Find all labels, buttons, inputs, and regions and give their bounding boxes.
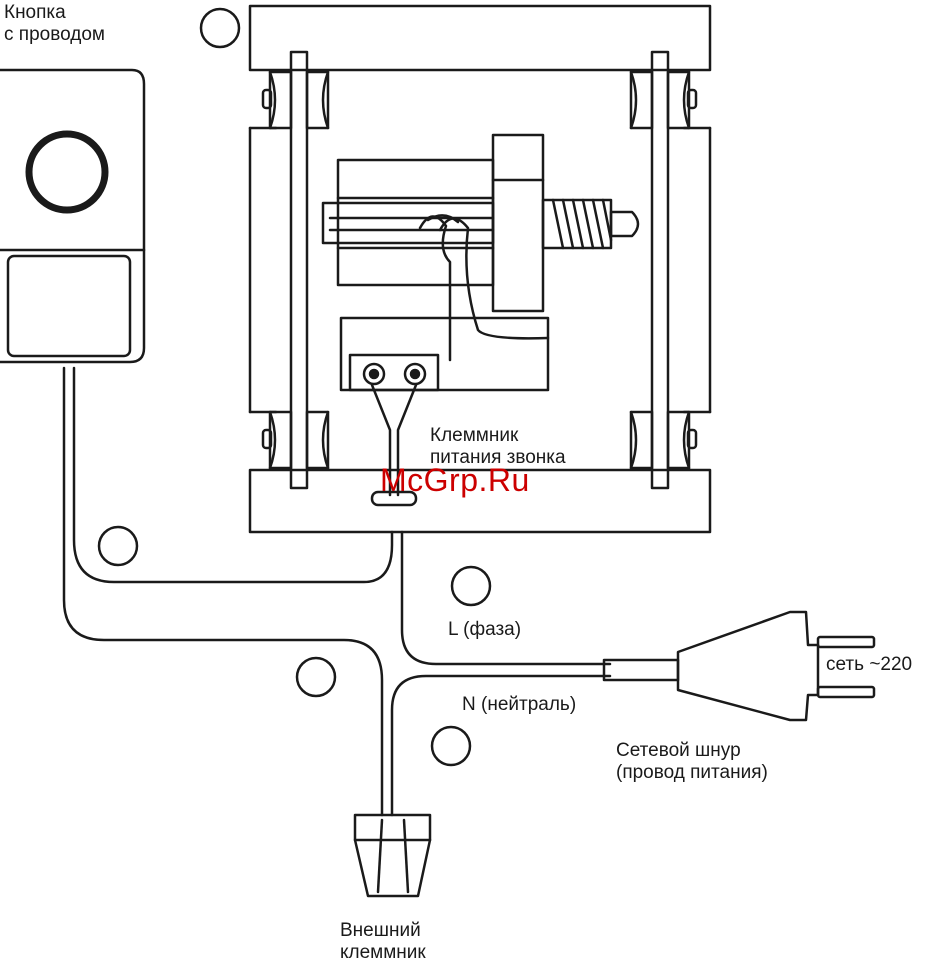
marker-circle <box>295 656 337 698</box>
bell-top-bar <box>248 4 712 72</box>
marker-circle <box>199 7 241 49</box>
marker-circles <box>97 7 492 767</box>
watermark: McGrp.Ru <box>380 462 530 498</box>
bell-terminal-label-line1: Клеммник <box>430 425 519 446</box>
bell-terminal-label-line2: питания звонка <box>430 447 566 468</box>
mains-plug <box>602 610 876 722</box>
button-label-line2: с проводом <box>4 24 105 45</box>
neutral-wire <box>390 674 612 817</box>
bell-terminal-label: Клеммник питания звонка <box>430 425 566 469</box>
cord-label-line2: (провод питания) <box>616 762 768 783</box>
terminal-screw-right <box>403 362 427 386</box>
external-terminal-label: Внешний клеммник <box>340 920 426 964</box>
bell-unit <box>248 4 712 534</box>
marker-circle <box>450 565 492 607</box>
solenoid-coil <box>336 158 495 287</box>
marker-circle <box>97 525 139 567</box>
button-label-line1: Кнопка <box>4 2 66 23</box>
doorbell-button <box>0 68 146 364</box>
plunger-tip <box>609 210 640 238</box>
cord-label-line1: Сетевой шнур <box>616 740 741 761</box>
button-ring-icon <box>25 130 109 214</box>
left-grommet-top <box>261 70 330 130</box>
bell-terminal-block <box>339 316 550 392</box>
bell-bottom-bar <box>248 468 712 534</box>
left-grommet-bottom <box>261 410 330 470</box>
right-grommet-bottom <box>629 410 698 470</box>
external-terminal-label-line2: клеммник <box>340 942 426 963</box>
external-terminal-label-line1: Внешний <box>340 920 421 941</box>
button-cable-inner <box>72 366 394 584</box>
right-grommet-top <box>629 70 698 130</box>
mains-label: сеть ~220 <box>824 654 915 676</box>
button-cable-outer <box>62 366 384 817</box>
solenoid-flange <box>491 133 545 313</box>
plug-pin-top <box>816 635 876 649</box>
right-rod <box>650 50 670 490</box>
neutral-label: N (нейтраль) <box>462 694 577 715</box>
external-terminal <box>353 813 432 898</box>
left-rod <box>289 50 309 490</box>
spring <box>541 198 613 250</box>
terminal-screw-left <box>362 362 386 386</box>
phase-label: L (фаза) <box>448 619 522 640</box>
button-label: Кнопка с проводом <box>4 2 105 46</box>
marker-circle <box>430 725 472 767</box>
plug-pin-bottom <box>816 685 876 699</box>
wiring <box>62 366 876 898</box>
phase-wire <box>400 530 612 666</box>
cord-label: Сетевой шнур (провод питания) <box>616 740 768 784</box>
